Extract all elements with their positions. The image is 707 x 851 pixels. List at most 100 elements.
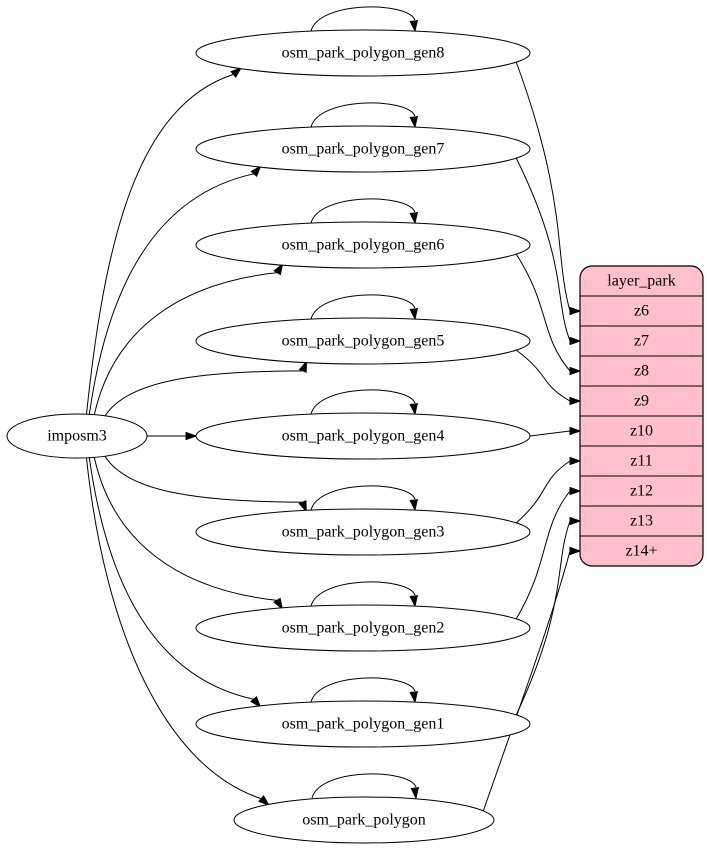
self-loop-osm_park_polygon_gen8 xyxy=(310,6,416,32)
self-loop-osm_park_polygon_gen6 xyxy=(310,198,416,224)
table-cell-label-z10: z10 xyxy=(630,423,653,440)
edge-arrowhead-osm_park_polygon_gen5-to-z9 xyxy=(569,396,582,406)
node-osm_park_polygon_gen2[interactable]: osm_park_polygon_gen2 xyxy=(195,604,531,652)
edge-arrowhead-osm_park_polygon_gen4-to-z10 xyxy=(569,426,582,436)
table-cell-label-z9: z9 xyxy=(634,393,649,410)
edge-arrowhead-osm_park_polygon-to-z14+ xyxy=(569,546,582,556)
self-loop-arrowhead-osm_park_polygon_gen2 xyxy=(409,595,419,608)
self-loop-osm_park_polygon_gen4 xyxy=(310,389,416,415)
edges-to-table xyxy=(482,61,582,812)
edge-osm_park_polygon_gen6-to-z8 xyxy=(515,253,571,372)
node-label-osm_park_polygon_gen8: osm_park_polygon_gen8 xyxy=(282,45,445,62)
node-label-osm_park_polygon_gen3: osm_park_polygon_gen3 xyxy=(282,524,445,541)
node-osm_park_polygon_gen3[interactable]: osm_park_polygon_gen3 xyxy=(195,508,531,556)
node-label-osm_park_polygon_gen6: osm_park_polygon_gen6 xyxy=(282,237,445,254)
node-label-osm_park_polygon_gen1: osm_park_polygon_gen1 xyxy=(282,716,445,733)
ellipse-nodes: imposm3 osm_park_polygon_gen8 osm_park_pol… xyxy=(6,29,531,844)
edge-arrowhead-osm_park_polygon_gen3-to-z11 xyxy=(569,456,582,466)
edge-osm_park_polygon_gen5-to-z9 xyxy=(515,349,571,402)
edge-arrowhead-osm_park_polygon_gen2-to-z12 xyxy=(569,486,582,496)
self-loop-arrowhead-osm_park_polygon_gen4 xyxy=(409,403,419,416)
node-imposm3[interactable]: imposm3 xyxy=(6,413,148,459)
table-cell-label-z11: z11 xyxy=(630,453,653,470)
edge-arrowhead-osm_park_polygon_gen1-to-z13 xyxy=(569,516,582,526)
node-ellipse-imposm3 xyxy=(6,413,148,459)
table-cell-label-z12: z12 xyxy=(630,483,653,500)
node-ellipse-osm_park_polygon_gen7 xyxy=(195,125,531,173)
self-loop-osm_park_polygon_gen2 xyxy=(310,581,416,607)
node-ellipse-osm_park_polygon xyxy=(233,796,495,844)
self-loop-arrowhead-osm_park_polygon_gen1 xyxy=(409,691,419,704)
node-label-osm_park_polygon: osm_park_polygon xyxy=(302,812,426,829)
table-row-z12[interactable] xyxy=(580,476,703,506)
table-row-z7[interactable] xyxy=(580,326,703,356)
node-ellipse-osm_park_polygon_gen5 xyxy=(195,317,531,365)
node-label-osm_park_polygon_gen7: osm_park_polygon_gen7 xyxy=(282,141,445,158)
node-ellipse-osm_park_polygon_gen4 xyxy=(195,412,531,460)
node-osm_park_polygon[interactable]: osm_park_polygon xyxy=(233,796,495,844)
table-row-z9[interactable] xyxy=(580,386,703,416)
node-ellipse-osm_park_polygon_gen1 xyxy=(195,700,531,748)
node-ellipse-osm_park_polygon_gen6 xyxy=(195,221,531,269)
edge-osm_park_polygon_gen8-to-z6 xyxy=(515,61,571,312)
node-osm_park_polygon_gen5[interactable]: osm_park_polygon_gen5 xyxy=(195,317,531,365)
edge-arrowhead-imposm3-to-osm_park_polygon_gen7 xyxy=(250,165,262,178)
table-outline xyxy=(579,265,704,567)
edge-osm_park_polygon_gen3-to-z11 xyxy=(515,460,571,524)
table-row-z13[interactable] xyxy=(580,506,703,536)
self-loop-osm_park_polygon xyxy=(311,773,417,799)
table-cell-label-z8: z8 xyxy=(634,363,649,380)
edge-imposm3-to-osm_park_polygon_gen3 xyxy=(101,449,303,503)
self-loop-arrowhead-osm_park_polygon_gen7 xyxy=(409,116,419,129)
node-ellipse-osm_park_polygon_gen8 xyxy=(195,29,531,77)
self-loop-arrowhead-osm_park_polygon_gen8 xyxy=(409,20,419,33)
self-loop-osm_park_polygon_gen5 xyxy=(310,294,416,320)
edge-arrowhead-osm_park_polygon_gen8-to-z6 xyxy=(569,306,582,316)
edge-imposm3-to-osm_park_polygon xyxy=(85,456,262,800)
edge-arrowhead-osm_park_polygon_gen6-to-z8 xyxy=(569,366,582,376)
edge-osm_park_polygon_gen7-to-z7 xyxy=(515,157,571,342)
table-row-z11[interactable] xyxy=(580,446,703,476)
node-ellipse-osm_park_polygon_gen2 xyxy=(195,604,531,652)
node-osm_park_polygon_gen6[interactable]: osm_park_polygon_gen6 xyxy=(195,221,531,269)
edge-imposm3-to-osm_park_polygon_gen5 xyxy=(101,370,303,423)
node-osm_park_polygon_gen4[interactable]: osm_park_polygon_gen4 xyxy=(195,412,531,460)
node-osm_park_polygon_gen8[interactable]: osm_park_polygon_gen8 xyxy=(195,29,531,77)
self-loop-arrowhead-osm_park_polygon_gen3 xyxy=(409,499,419,512)
self-loop-osm_park_polygon_gen7 xyxy=(310,102,416,128)
node-osm_park_polygon_gen7[interactable]: osm_park_polygon_gen7 xyxy=(195,125,531,173)
self-loop-arrowhead-osm_park_polygon_gen5 xyxy=(409,308,419,321)
table-cell-label-z7: z7 xyxy=(634,333,649,350)
self-loop-arrowhead-osm_park_polygon_gen6 xyxy=(409,212,419,225)
table-cell-label-z6: z6 xyxy=(634,303,649,320)
node-label-osm_park_polygon_gen5: osm_park_polygon_gen5 xyxy=(282,333,445,350)
table-row-z8[interactable] xyxy=(580,356,703,386)
node-ellipse-osm_park_polygon_gen3 xyxy=(195,508,531,556)
table-header-cell xyxy=(580,266,703,296)
edge-arrowhead-imposm3-to-osm_park_polygon_gen1 xyxy=(250,696,262,708)
edge-imposm3-to-osm_park_polygon_gen2 xyxy=(93,454,278,601)
self-loop-edges xyxy=(310,6,420,800)
node-osm_park_polygon_gen1[interactable]: osm_park_polygon_gen1 xyxy=(195,700,531,748)
node-label-osm_park_polygon_gen2: osm_park_polygon_gen2 xyxy=(282,620,445,637)
edge-osm_park_polygon_gen2-to-z12 xyxy=(515,490,571,620)
table-rows-group xyxy=(580,266,703,566)
table-header-label: layer_park xyxy=(607,273,675,290)
table-row-z14+[interactable] xyxy=(580,536,703,566)
table-cell-label-z14+: z14+ xyxy=(625,543,657,560)
edge-arrowhead-imposm3-to-osm_park_polygon_gen8 xyxy=(230,66,243,78)
edge-osm_park_polygon_gen1-to-z13 xyxy=(515,520,571,716)
edge-imposm3-to-osm_park_polygon_gen7 xyxy=(88,173,255,416)
edge-imposm3-to-osm_park_polygon_gen6 xyxy=(93,272,278,418)
edge-arrowhead-imposm3-to-osm_park_polygon_gen4 xyxy=(185,431,198,441)
edge-arrowhead-imposm3-to-osm_park_polygon_gen3 xyxy=(298,500,307,513)
table-row-z6[interactable] xyxy=(580,296,703,326)
edge-arrowhead-osm_park_polygon_gen7-to-z7 xyxy=(569,336,582,346)
table-row-z10[interactable] xyxy=(580,416,703,446)
node-label-imposm3: imposm3 xyxy=(47,428,107,445)
edge-arrowhead-imposm3-to-osm_park_polygon xyxy=(258,795,271,807)
self-loop-osm_park_polygon_gen3 xyxy=(310,485,416,511)
